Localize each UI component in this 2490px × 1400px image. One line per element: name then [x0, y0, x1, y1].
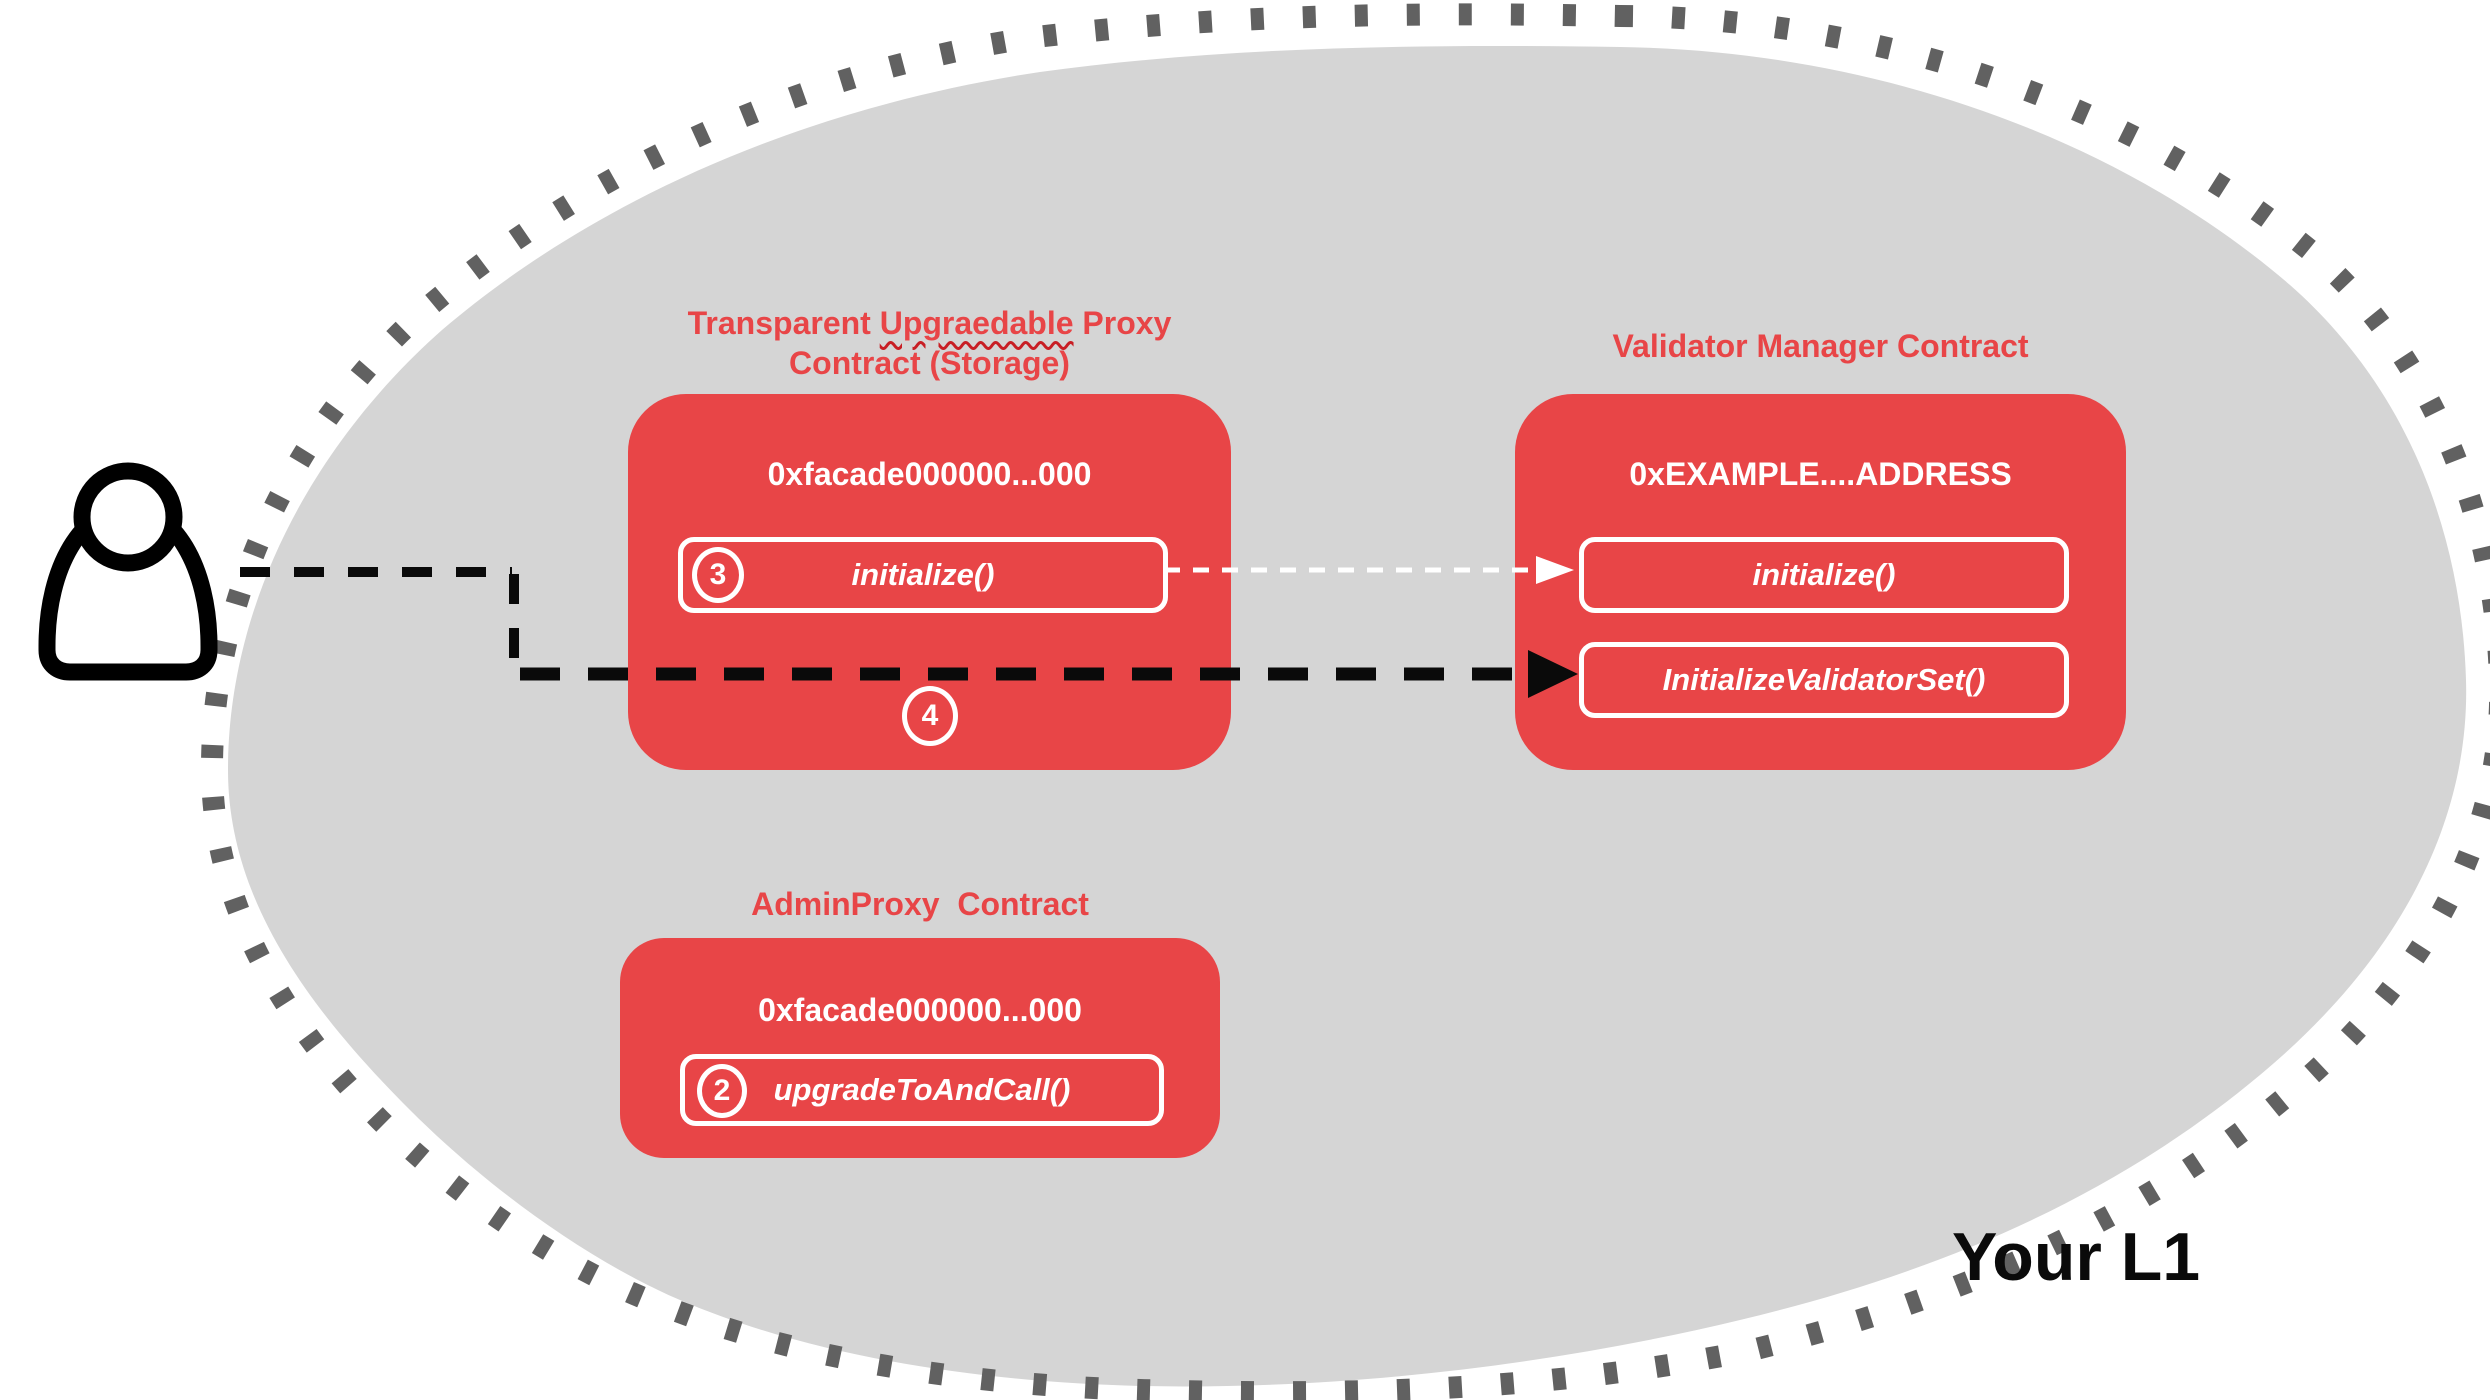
- title-text: Proxy: [1073, 305, 1172, 341]
- initialize-validator-set-method-button: InitializeValidatorSet(): [1579, 642, 2069, 718]
- misspelled-word: Upgraedable: [879, 305, 1074, 341]
- upgrade-to-and-call-method-label: upgradeToAndCall(): [773, 1072, 1071, 1107]
- validator-manager-contract-box: 0xEXAMPLE....ADDRESS initialize() Initia…: [1515, 394, 2126, 770]
- initialize-validator-set-method-label: InitializeValidatorSet(): [1662, 662, 1986, 697]
- step-number: 3: [709, 558, 727, 591]
- transparent-proxy-title-line1: Transparent Upgraedable Proxy: [628, 303, 1231, 343]
- initialize-method-button: 3 initialize(): [678, 537, 1168, 613]
- step-3-badge: 3: [692, 547, 744, 603]
- transparent-proxy-title-line2: Contract (Storage): [789, 345, 1070, 381]
- admin-proxy-address: 0xfacade000000...000: [758, 992, 1082, 1028]
- transparent-proxy-address: 0xfacade000000...000: [767, 456, 1092, 492]
- transparent-proxy-title: Transparent Upgraedable Proxy Contract (…: [628, 303, 1231, 383]
- vmc-initialize-method-label: initialize(): [1752, 557, 1896, 592]
- validator-manager-address: 0xEXAMPLE....ADDRESS: [1629, 456, 2012, 492]
- admin-proxy-title: AdminProxy Contract: [751, 886, 1089, 922]
- l1-blob-fill: [228, 45, 2467, 1387]
- l1-blob-dotted-border: [200, 3, 2490, 1400]
- admin-proxy-contract-box: 0xfacade000000...000 2 upgradeToAndCall(…: [620, 938, 1220, 1158]
- upgrade-to-and-call-method-button: 2 upgradeToAndCall(): [680, 1054, 1164, 1126]
- step-number: 2: [713, 1074, 731, 1107]
- validator-manager-title: Validator Manager Contract: [1612, 328, 2029, 364]
- step-2-badge: 2: [697, 1064, 747, 1118]
- title-text: Transparent: [687, 305, 880, 341]
- step-number: 4: [921, 699, 939, 732]
- step-4-badge: 4: [902, 686, 958, 746]
- vmc-initialize-method-button: initialize(): [1579, 537, 2069, 613]
- transparent-proxy-contract-box: 0xfacade000000...000 3 initialize() 4: [628, 394, 1231, 770]
- your-l1-label: Your L1: [1952, 1219, 2201, 1295]
- initialize-method-label: initialize(): [851, 557, 995, 592]
